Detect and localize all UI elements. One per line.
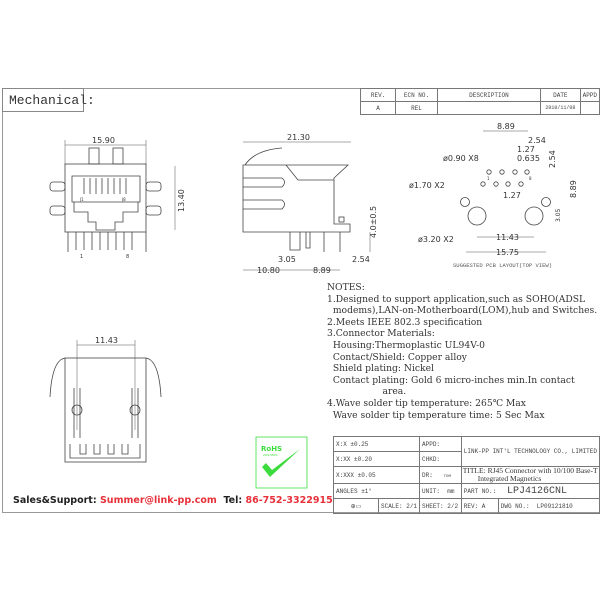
pcb-dim-1-27: 1.27 (517, 145, 535, 154)
pcb-layout: 8.89 2.54 1.27 0.635 2.54 8.89 1.27 3.05… (409, 122, 578, 257)
part-no: PART NO.: LPJ4126CNL (460, 483, 600, 499)
pcb-dim-15-75: 15.75 (496, 248, 519, 257)
tel-label: Tel: (223, 495, 243, 506)
pcb-dim-8-89: 8.89 (497, 122, 515, 131)
pin-first: 1 (80, 254, 83, 260)
appd-cell (579, 101, 600, 115)
dim-bottom-width: 11.43 (95, 336, 118, 345)
rev-label: REV: (463, 502, 479, 510)
dim-height: 13.40 (177, 189, 186, 212)
section-title: Mechanical: (2, 88, 95, 112)
checkmark-icon (262, 449, 300, 477)
note-line: area. (327, 386, 407, 398)
rohs-label: RoHS (261, 445, 282, 453)
note-line: Contact plating: Gold 6 micro-inches min… (327, 374, 575, 386)
note-line: Housing:Thermoplastic UL94V-0 (327, 339, 485, 351)
pin-last: 8 (126, 254, 129, 260)
scale-value: 2/1 (406, 502, 418, 510)
led-label-right: J8 (121, 197, 126, 202)
part-value: LPJ4126CNL (506, 485, 567, 497)
dwg-label: DWG NO.: (500, 502, 530, 510)
sheet: SHEET: 2/2 (419, 498, 462, 514)
side-view: 21.30 4.0±0.5 3.05 2.54 10.80 8.89 (242, 133, 378, 275)
revision-row: A REL 2010/11/08 (359, 101, 600, 115)
contact-label: Sales&Support: (13, 495, 97, 506)
notes: NOTES:1.Designed to support application,… (327, 282, 597, 421)
hole-label-320: ø3.20 X2 (418, 235, 454, 244)
front-view: 15.90 J1 J8 1 8 13.40 (49, 136, 186, 260)
title-block: X:X ±0.25 APPD: LINK-PP INT'L TECHNOLOGY… (332, 436, 600, 514)
title: TITLE: RJ45 Connector with 10/100 Base-T… (460, 466, 600, 484)
rev: REV: A (460, 498, 499, 514)
hole-label-170: ø1.70 X2 (409, 181, 445, 190)
dim-length: 21.30 (287, 133, 310, 142)
revision-header-row: REV. ECN NO. DESCRIPTION DATE APPD (359, 88, 600, 102)
dim-2-54: 2.54 (352, 255, 370, 264)
pcb-dim-1-27b: 1.27 (503, 191, 521, 200)
dim-width: 15.90 (92, 136, 115, 145)
pcb-dim-0-635: 0.635 (517, 154, 540, 163)
note-line: 1.Designed to support application,such a… (327, 293, 586, 305)
title-line2: Integrated Magnetics (477, 474, 542, 483)
pcb-pin-8: 8 (529, 176, 532, 181)
note-line: modems),LAN-on-Motherboard(LOM),hub and … (327, 305, 598, 317)
note-line: Shield plating: Nickel (327, 363, 434, 375)
appd: APPD: (419, 436, 462, 452)
pcb-dim-11-43: 11.43 (496, 233, 519, 242)
pcb-dim-8-89-v: 8.89 (569, 180, 578, 198)
sheet-value: 2/2 (447, 502, 459, 510)
pcb-dim-2-54-v: 2.54 (548, 150, 557, 168)
title-line1: RJ45 Connector with 10/100 Base-T (487, 466, 598, 475)
title-label: TITLE: (462, 466, 486, 475)
rohs-logo: RoHS 2002/95/EC (255, 436, 308, 489)
hole-label-090: ø0.90 X8 (443, 154, 479, 163)
part-label: PART NO.: (463, 487, 497, 495)
contact-email[interactable]: Summer@link-pp.com (99, 495, 217, 506)
projection-symbol-icon: ⊕▭ (333, 498, 379, 514)
dwg-value: LP09121810 (536, 502, 573, 510)
dim-pin-length: 4.0±0.5 (369, 206, 378, 238)
company: LINK-PP INT'L TECHNOLOGY CO., LIMITED (460, 436, 600, 467)
note-line: 2.Meets IEEE 802.3 specification (327, 316, 483, 328)
pcb-pin-1: 1 (487, 176, 490, 181)
note-line: Wave solder tip temperature time: 5 Sec … (327, 409, 545, 421)
pcb-dim-3-05: 3.05 (555, 208, 562, 222)
angles: ANGLES ±1° (332, 483, 421, 499)
scale: SCALE: 2/1 (377, 498, 421, 514)
tol-xxx: X:XXX ±0.05 (332, 466, 421, 484)
bottom-view: 11.43 (49, 336, 162, 463)
dim-3-05: 3.05 (278, 255, 296, 264)
pcb-dim-2-54: 2.54 (528, 136, 546, 145)
rev-value: A (481, 502, 486, 510)
rohs-sub: 2002/95/EC (263, 453, 278, 457)
header-rev: REV. (359, 88, 397, 102)
dwg-no: DWG NO.: LP09121810 (497, 498, 600, 514)
rev-cell: A (359, 101, 397, 115)
notes-title: NOTES: (327, 282, 365, 293)
unit: UNIT: mm (419, 483, 462, 499)
led-label-left: J1 (79, 197, 84, 202)
unit-value: mm (447, 487, 455, 495)
drawing-frame (2, 88, 600, 513)
contact-line: Sales&Support: Summer@link-pp.com Tel: 8… (13, 495, 333, 506)
dim-8-89: 8.89 (313, 266, 331, 275)
scale-label: SCALE: (381, 502, 403, 510)
description-cell (436, 101, 542, 115)
note-line: 3.Connector Materials: (327, 328, 435, 340)
contact-tel: 86-752-3322915 (245, 495, 333, 506)
revision-table: REV. ECN NO. DESCRIPTION DATE APPD A REL… (359, 88, 600, 115)
dim-10-80: 10.80 (257, 266, 280, 275)
dr-value: TOM (443, 474, 451, 479)
sheet-label: SHEET: (422, 502, 444, 510)
unit-label: UNIT: (422, 487, 441, 495)
drawn-by: DR: TOM (419, 466, 462, 484)
note-line: Contact/Shield: Copper alloy (327, 351, 467, 363)
chkd: CHKD: (419, 451, 462, 467)
tol-xx: X:XX ±0.20 (332, 451, 421, 467)
note-line: 4.Wave solder tip temperature: 265℃ Max (327, 397, 526, 409)
dr-label: DR: (422, 471, 433, 479)
tol-x: X:X ±0.25 (332, 436, 421, 452)
pcb-caption: SUGGESTED PCB LAYOUT(TOP VIEW) (453, 262, 553, 269)
